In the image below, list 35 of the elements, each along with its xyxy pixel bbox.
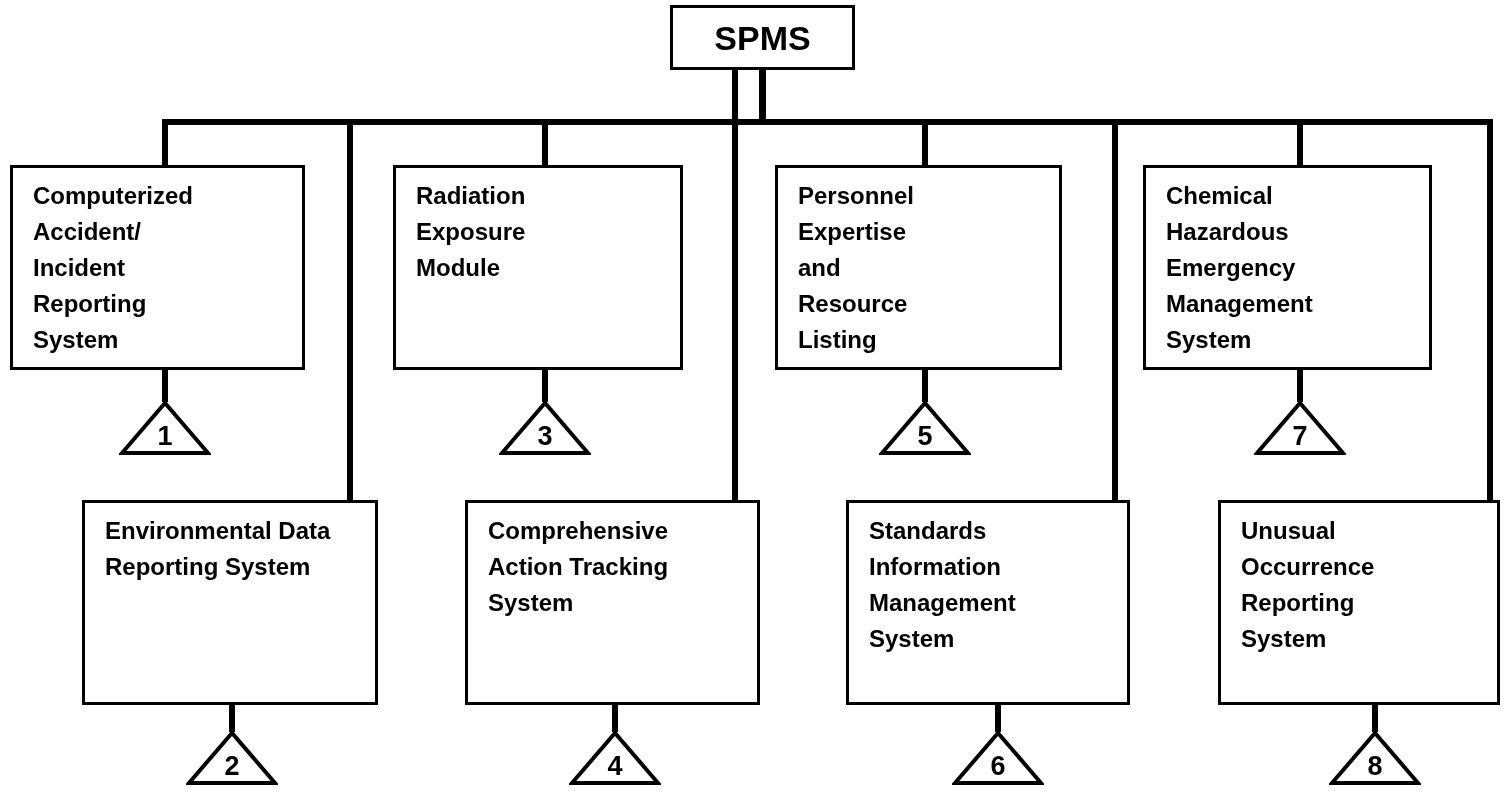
system-name: Unusual Occurrence Reporting System <box>1241 516 1376 654</box>
connector-line <box>542 370 548 402</box>
system-name: Chemical Hazardous Emergency Management System <box>1166 181 1314 355</box>
triangle-number: 1 <box>157 423 173 450</box>
system-box <box>846 500 1130 705</box>
connector-line <box>1372 705 1378 732</box>
triangle-number: 3 <box>537 423 553 450</box>
system-name: Standards Information Management System <box>869 516 1017 654</box>
connector-line <box>162 370 168 402</box>
root-box <box>670 5 855 70</box>
system-name: Radiation Exposure Module <box>416 181 527 283</box>
triangle-number: 7 <box>1292 423 1308 450</box>
system-name: Comprehensive Action Tracking System <box>488 516 670 618</box>
triangle-number: 8 <box>1367 753 1383 780</box>
system-name: Environmental Data Reporting System <box>105 516 332 582</box>
triangle-number: 6 <box>990 753 1006 780</box>
connector-line <box>995 705 1001 732</box>
system-box <box>82 500 378 705</box>
connector-line <box>732 70 738 500</box>
system-box <box>393 165 683 370</box>
triangle-number: 5 <box>917 423 933 450</box>
system-name: Personnel Expertise and Resource Listing <box>798 181 916 355</box>
system-box <box>1218 500 1500 705</box>
system-box <box>775 165 1062 370</box>
triangle-number: 2 <box>224 753 240 780</box>
system-box <box>10 165 305 370</box>
connector-line <box>922 370 928 402</box>
triangle-number: 4 <box>607 753 623 780</box>
system-box <box>1143 165 1432 370</box>
connector-line <box>229 705 235 732</box>
root-title: SPMS <box>714 20 811 55</box>
system-name: Computerized Accident/ Incident Reporting System <box>33 181 194 355</box>
system-box <box>465 500 760 705</box>
connector-line <box>1297 370 1303 402</box>
connector-line <box>612 705 618 732</box>
